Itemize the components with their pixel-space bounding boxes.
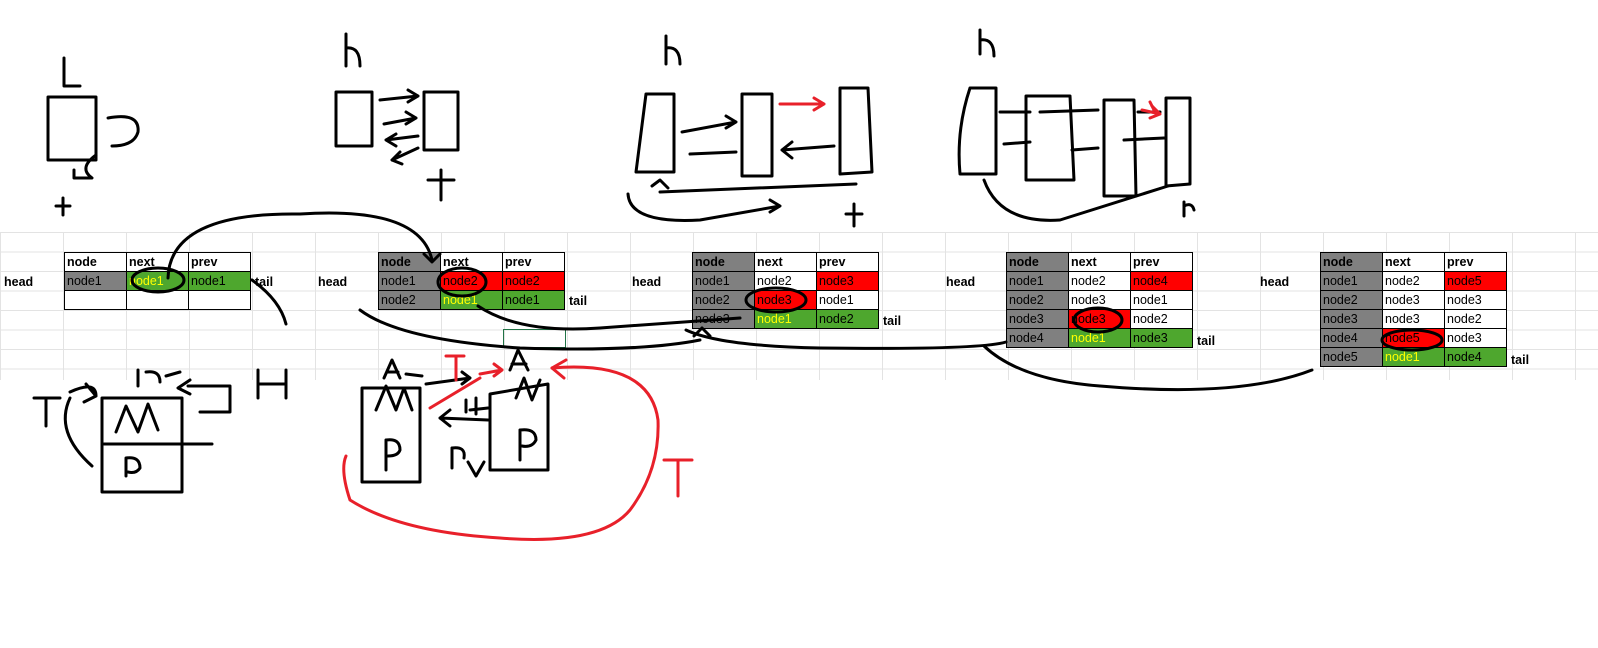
sketch-four-nodes bbox=[957, 28, 1196, 222]
header-next[interactable]: next bbox=[1382, 252, 1445, 272]
cell-node[interactable]: node1 bbox=[692, 271, 755, 291]
cell-node[interactable]: node1 bbox=[378, 271, 441, 291]
cell-prev[interactable]: node1 bbox=[1130, 290, 1193, 310]
cell-node[interactable]: node1 bbox=[1006, 271, 1069, 291]
cell-empty[interactable] bbox=[188, 290, 251, 310]
cell-prev[interactable]: node5 bbox=[1444, 271, 1507, 291]
cell-next[interactable]: node3 bbox=[1068, 290, 1131, 310]
cell-node[interactable]: node4 bbox=[1006, 328, 1069, 348]
cell-next[interactable]: node1 bbox=[1068, 328, 1131, 348]
head-label[interactable]: head bbox=[1260, 275, 1290, 289]
sketch-lower-middle bbox=[360, 348, 550, 484]
table-row: node3 node3 node2 bbox=[1320, 309, 1507, 329]
table-3: node next prev node1 node2 node3 node2 n… bbox=[692, 252, 879, 329]
head-label[interactable]: head bbox=[318, 275, 348, 289]
table-row: node1 node2 node4 bbox=[1006, 271, 1193, 291]
cell-prev[interactable]: node1 bbox=[502, 290, 565, 310]
cell-node[interactable]: node2 bbox=[378, 290, 441, 310]
cell-empty[interactable] bbox=[64, 290, 127, 310]
cell-node[interactable]: node2 bbox=[1320, 290, 1383, 310]
cell-next[interactable]: node2 bbox=[1068, 271, 1131, 291]
tail-label[interactable]: tail bbox=[1511, 353, 1530, 367]
cell-node[interactable]: node1 bbox=[64, 271, 127, 291]
sketch-lower-left bbox=[32, 368, 288, 494]
cell-prev[interactable]: node2 bbox=[816, 309, 879, 329]
header-row: node next prev bbox=[1006, 252, 1193, 272]
cell-next[interactable]: node2 bbox=[754, 271, 817, 291]
table-row: node1 node2 node2 bbox=[378, 271, 565, 291]
cell-node[interactable]: node3 bbox=[1006, 309, 1069, 329]
header-row: node next prev bbox=[692, 252, 879, 272]
header-node[interactable]: node bbox=[378, 252, 441, 272]
cell-prev[interactable]: node2 bbox=[502, 271, 565, 291]
sketch-single-node bbox=[46, 56, 140, 217]
table-2: node next prev node1 node2 node2 node2 n… bbox=[378, 252, 565, 310]
head-label[interactable]: head bbox=[4, 275, 34, 289]
table-row: node5 node1 node4 bbox=[1320, 347, 1507, 367]
sketch-two-nodes bbox=[334, 32, 460, 202]
sketch-three-nodes bbox=[626, 34, 874, 228]
cell-next[interactable]: node3 bbox=[1382, 309, 1445, 329]
cell-prev[interactable]: node4 bbox=[1444, 347, 1507, 367]
cell-node[interactable]: node5 bbox=[1320, 347, 1383, 367]
header-row: node next prev bbox=[1320, 252, 1507, 272]
header-prev[interactable]: prev bbox=[1130, 252, 1193, 272]
cell-next[interactable]: node3 bbox=[1382, 290, 1445, 310]
tail-label[interactable]: tail bbox=[569, 294, 588, 308]
cell-prev[interactable]: node1 bbox=[188, 271, 251, 291]
cell-prev[interactable]: node4 bbox=[1130, 271, 1193, 291]
sketch-connectors bbox=[130, 211, 1444, 392]
table-5: node next prev node1 node2 node5 node2 n… bbox=[1320, 252, 1507, 367]
table-row-empty bbox=[64, 290, 251, 310]
header-next[interactable]: next bbox=[754, 252, 817, 272]
tail-label[interactable]: tail bbox=[1197, 334, 1216, 348]
header-prev[interactable]: prev bbox=[816, 252, 879, 272]
head-label[interactable]: head bbox=[946, 275, 976, 289]
cell-prev[interactable]: node2 bbox=[1130, 309, 1193, 329]
table-4: node next prev node1 node2 node4 node2 n… bbox=[1006, 252, 1193, 348]
table-row: node2 node3 node3 bbox=[1320, 290, 1507, 310]
cell-prev[interactable]: node3 bbox=[1444, 328, 1507, 348]
cell-prev[interactable]: node3 bbox=[1444, 290, 1507, 310]
head-label[interactable]: head bbox=[632, 275, 662, 289]
table-row: node1 node1 node1 bbox=[64, 271, 251, 291]
tail-label[interactable]: tail bbox=[883, 314, 902, 328]
red-annotations bbox=[342, 96, 1162, 541]
table-row: node2 node3 node1 bbox=[1006, 290, 1193, 310]
cell-prev[interactable]: node2 bbox=[1444, 309, 1507, 329]
table-row: node4 node1 node3 bbox=[1006, 328, 1193, 348]
cell-prev[interactable]: node3 bbox=[1130, 328, 1193, 348]
header-node[interactable]: node bbox=[692, 252, 755, 272]
header-node[interactable]: node bbox=[1320, 252, 1383, 272]
header-prev[interactable]: prev bbox=[1444, 252, 1507, 272]
table-1: node next prev node1 node1 node1 bbox=[64, 252, 251, 310]
table-row: node1 node2 node3 bbox=[692, 271, 879, 291]
cell-next[interactable]: node1 bbox=[1382, 347, 1445, 367]
cell-next[interactable]: node2 bbox=[440, 271, 503, 291]
